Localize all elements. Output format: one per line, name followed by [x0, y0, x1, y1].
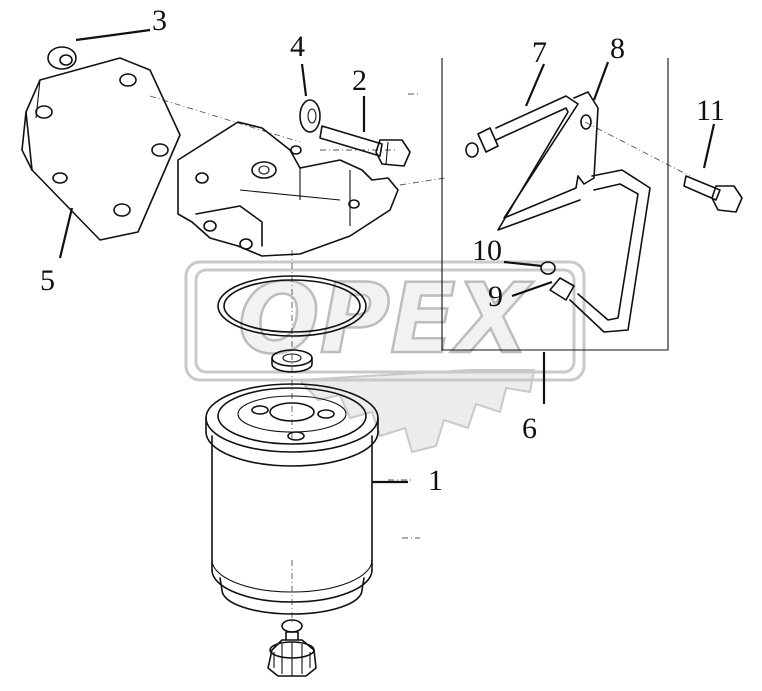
banjo-bolt-part2 — [319, 125, 411, 167]
callout-5: 5 — [40, 264, 55, 297]
leader-9 — [511, 280, 553, 298]
callout-1: 1 — [428, 464, 443, 497]
center-lines — [149, 93, 691, 622]
watermark-frame — [184, 260, 586, 382]
mounting-bracket-part5 — [21, 57, 181, 241]
watermark-frame-inner — [194, 268, 576, 374]
assembly-box — [441, 58, 669, 351]
callout-2: 2 — [352, 64, 367, 97]
washer-part3 — [47, 46, 77, 70]
callout-7: 7 — [532, 36, 547, 69]
leader-lines — [58, 28, 716, 484]
watermark-logo: OPEX — [184, 260, 586, 454]
callout-9: 9 — [488, 280, 503, 313]
drain-plug — [267, 619, 317, 677]
callout-6: 6 — [522, 412, 537, 445]
washer-part10 — [540, 261, 556, 275]
leader-5 — [58, 207, 74, 259]
callout-10: 10 — [472, 234, 502, 267]
callout-4: 4 — [290, 30, 305, 63]
filter-head — [177, 121, 399, 257]
leader-10 — [503, 260, 543, 268]
callout-labels: 3 4 2 5 7 8 11 10 9 6 1 — [40, 4, 725, 497]
watermark-text: OPEX — [238, 263, 534, 375]
callout-11: 11 — [696, 94, 725, 127]
leader-11 — [702, 123, 716, 169]
callout-8: 8 — [610, 32, 625, 65]
bolt-part11 — [683, 175, 743, 213]
filter-cartridge-part1 — [205, 383, 379, 615]
o-ring — [217, 275, 367, 337]
watermark-gear — [297, 369, 536, 454]
filter-seal — [271, 349, 313, 373]
sealing-washer-part4 — [299, 99, 321, 133]
leader-8 — [592, 61, 610, 101]
leader-7 — [524, 63, 546, 107]
callout-3: 3 — [152, 4, 167, 37]
return-line-assembly-part6 — [441, 58, 669, 351]
leader-4 — [300, 63, 308, 97]
leader-3 — [75, 28, 151, 42]
